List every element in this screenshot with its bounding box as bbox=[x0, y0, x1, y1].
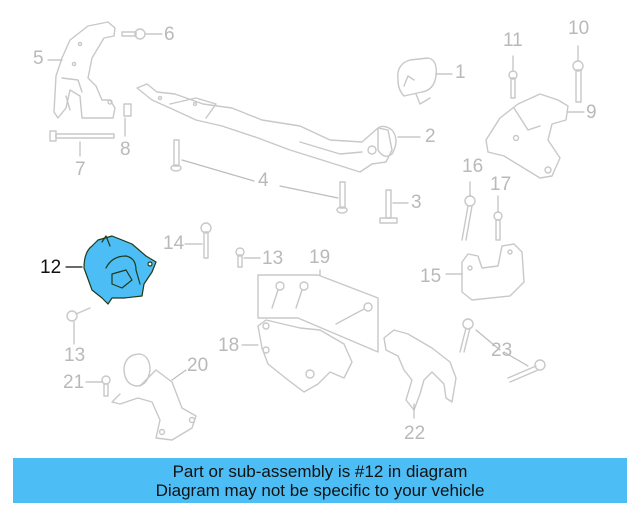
callout-4[interactable]: 4 bbox=[258, 170, 269, 191]
callout-6[interactable]: 6 bbox=[164, 24, 175, 45]
part-14-bolt[interactable] bbox=[200, 222, 212, 259]
part-6-bolt[interactable] bbox=[121, 28, 146, 40]
callout-22[interactable]: 22 bbox=[404, 423, 426, 444]
callout-13[interactable]: 13 bbox=[262, 248, 284, 269]
part-3-stud[interactable] bbox=[379, 189, 398, 224]
part-19-bolt-kit[interactable] bbox=[257, 274, 379, 353]
callout-18[interactable]: 18 bbox=[218, 335, 240, 356]
callout-1[interactable]: 1 bbox=[455, 62, 466, 83]
part-13-screw[interactable] bbox=[235, 247, 245, 268]
callout-20[interactable]: 20 bbox=[187, 355, 209, 376]
part-17-bolt[interactable] bbox=[493, 211, 503, 241]
banner-line-disclaimer: Diagram may not be specific to your vehi… bbox=[155, 480, 485, 500]
callout-23[interactable]: 23 bbox=[491, 340, 513, 361]
callout-14[interactable]: 14 bbox=[163, 233, 185, 254]
callout-3[interactable]: 3 bbox=[411, 192, 422, 213]
part-12-mount-highlighted[interactable] bbox=[83, 235, 157, 305]
callout-15[interactable]: 15 bbox=[420, 266, 442, 287]
part-21-bolt[interactable] bbox=[101, 375, 111, 397]
part-20-mount[interactable] bbox=[111, 353, 197, 441]
callout-16[interactable]: 16 bbox=[462, 156, 484, 177]
part-7-bolt[interactable] bbox=[49, 130, 115, 142]
part-13-screw-lower[interactable] bbox=[66, 307, 91, 322]
callout-8[interactable]: 8 bbox=[120, 139, 131, 160]
part-23-bolts[interactable] bbox=[459, 318, 546, 383]
part-9-mount[interactable] bbox=[485, 93, 569, 179]
part-5-bracket[interactable] bbox=[53, 21, 116, 119]
part-11-bolt[interactable] bbox=[508, 70, 518, 99]
part-4-crossmember[interactable] bbox=[136, 83, 393, 173]
part-4-bolts[interactable] bbox=[170, 139, 348, 214]
callout-9[interactable]: 9 bbox=[586, 102, 597, 123]
callout-2[interactable]: 2 bbox=[425, 126, 436, 147]
part-10-bolt[interactable] bbox=[572, 60, 584, 103]
part-1-mount[interactable] bbox=[397, 57, 438, 105]
part-2-mount[interactable] bbox=[377, 125, 397, 157]
part-16-bolt[interactable] bbox=[461, 195, 476, 241]
leader-lines bbox=[47, 33, 585, 419]
part-8-nut[interactable] bbox=[123, 103, 132, 117]
part-22-bracket[interactable] bbox=[383, 329, 457, 411]
callout-5[interactable]: 5 bbox=[33, 48, 44, 69]
callout-13-lower[interactable]: 13 bbox=[64, 345, 86, 366]
info-banner: Part or sub-assembly is #12 in diagram D… bbox=[13, 458, 627, 503]
part-15-bracket[interactable] bbox=[461, 243, 525, 301]
callout-19[interactable]: 19 bbox=[309, 247, 331, 268]
parts-diagram bbox=[47, 21, 585, 441]
part-18-bracket[interactable] bbox=[257, 319, 353, 393]
callout-12-selected[interactable]: 12 bbox=[40, 257, 62, 278]
banner-line-part-number: Part or sub-assembly is #12 in diagram bbox=[172, 461, 468, 481]
callout-11[interactable]: 11 bbox=[503, 30, 523, 51]
callout-17[interactable]: 17 bbox=[490, 174, 512, 195]
callout-21[interactable]: 21 bbox=[63, 372, 85, 393]
callout-10[interactable]: 10 bbox=[568, 18, 590, 39]
callout-7[interactable]: 7 bbox=[75, 159, 86, 180]
